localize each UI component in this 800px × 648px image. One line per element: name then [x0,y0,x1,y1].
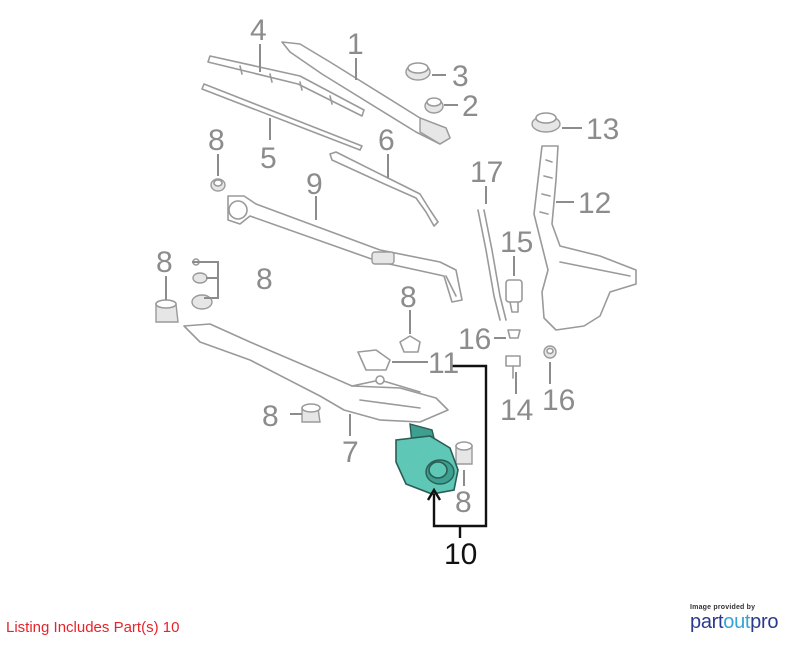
callout-9: 9 [306,168,323,201]
partoutpro-logo: partoutpro [690,611,790,633]
wiper-assembly-diagram: 4 1 3 2 13 8 5 6 17 12 9 15 8 8 8 16 11 … [155,14,637,571]
callout-12: 12 [578,187,611,220]
callout-8: 8 [156,246,173,279]
part-13-reservoir-cap[interactable] [531,112,561,133]
part-17-hose[interactable] [477,209,507,321]
brand-out: out [723,611,751,633]
part-4-wiper-blade[interactable] [207,55,365,117]
brand-pro: pro [750,611,779,633]
part-12-washer-reservoir[interactable] [533,145,637,331]
part-8-grommet-lower-right[interactable] [455,441,473,465]
callout-6: 6 [378,124,395,157]
callout-8: 8 [262,400,279,433]
part-8-grommet-mid[interactable] [399,335,421,353]
callout-2: 2 [462,90,479,123]
part-8-grommet-top[interactable] [210,178,226,192]
part-3-cap[interactable] [405,62,431,81]
leader-lines [165,44,582,486]
callout-5: 5 [260,142,277,175]
callout-8: 8 [256,263,273,296]
part-16-grommet[interactable] [543,345,557,359]
callout-8: 8 [400,281,417,314]
callout-16: 16 [458,323,491,356]
part-6-arm[interactable] [329,151,439,227]
part-11-bracket[interactable] [357,349,391,371]
leader-highlight [426,364,488,538]
callout-16: 16 [542,384,575,417]
brand-part: part [690,611,724,633]
part-15-washer-pump[interactable] [505,279,523,313]
callout-17: 17 [470,156,503,189]
listing-note: Listing Includes Part(s) 10 [6,619,180,636]
image-credit: Image provided by partoutpro [690,604,790,633]
part-7-frame[interactable] [183,323,449,423]
callout-13: 13 [586,113,619,146]
part-14-bolt[interactable] [505,355,521,379]
part-2-cap[interactable] [424,97,444,114]
part-16-clip[interactable] [507,329,521,339]
callout-3: 3 [452,60,469,93]
callout-8: 8 [208,124,225,157]
credit-caption: Image provided by [690,604,756,611]
part-5-blade-insert[interactable] [201,83,363,151]
part-9-linkage[interactable] [227,195,463,303]
callout-10-highlighted: 10 [444,538,477,571]
callout-1: 1 [347,28,364,61]
callout-14: 14 [500,394,533,427]
callout-4: 4 [250,14,267,47]
part-1-wiper-arm[interactable] [281,41,451,145]
callout-15: 15 [500,226,533,259]
callout-7: 7 [342,436,359,469]
part-8-grommet-lower-left[interactable] [301,403,321,423]
callout-11: 11 [428,347,459,380]
part-10-wiper-motor[interactable] [395,423,459,495]
callout-8: 8 [455,486,472,519]
